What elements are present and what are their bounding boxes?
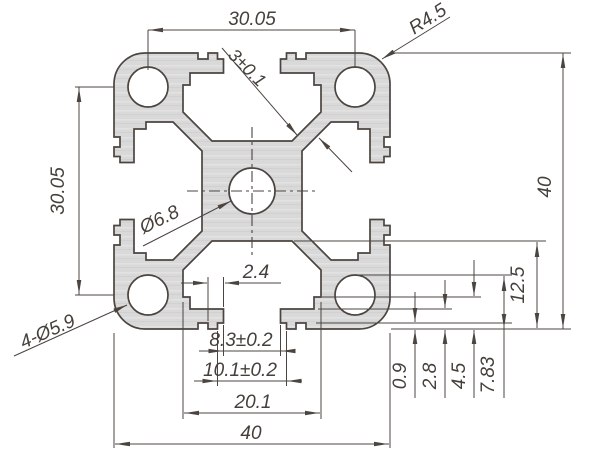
dim-corner-radius: R4.5 [405,0,450,39]
dim-slot-cavity-depth: 12.5 [508,266,529,303]
corner-hole-top-left [127,66,169,108]
dim-lip-thickness: 3±0.1 [224,45,270,91]
center-hole-leader [142,200,232,247]
dim-left-hole-pitch: 30.05 [48,167,69,215]
dim-height-overall: 40 [535,176,556,198]
dim-center-hole: Ø6.8 [136,201,184,239]
dim-step-3: 4.5 [449,362,470,389]
dim-step-2: 2.8 [420,362,441,390]
dim-slot-opening: 8.3±0.2 [209,330,273,351]
dim-lip-step-width: 2.4 [242,262,269,283]
corner-hole-bottom-right [334,274,376,316]
dimension-lines [13,16,571,448]
dim-corner-holes: 4-Ø5.9 [17,310,79,353]
lip-thickness-leader [221,47,298,136]
profile-body [113,52,391,330]
corner-radius-leader [381,16,451,60]
dim-slot-cavity-width: 20.1 [234,392,272,413]
dim-step-4: 7.83 [478,356,499,393]
corner-hole-top-right [334,66,376,108]
corner-holes-leader [13,304,128,357]
dim-slot-mouth: 10.1±0.2 [203,360,277,381]
dim-step-1: 0.9 [390,362,411,389]
dim-width-overall: 40 [240,423,262,444]
corner-hole-bottom-left [127,274,169,316]
dim-top-hole-pitch: 30.05 [228,9,276,30]
